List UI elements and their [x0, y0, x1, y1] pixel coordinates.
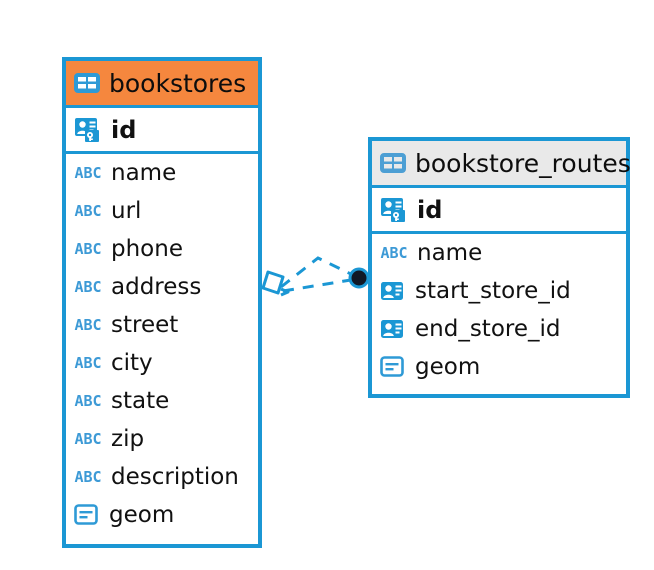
crowsfoot-tail-icon [280, 287, 290, 297]
field-row-geom[interactable]: geom [66, 496, 258, 534]
field-label-url: url [111, 198, 142, 224]
primary-key-icon [74, 117, 102, 143]
field-row-id[interactable]: id [66, 108, 258, 154]
field-row-zip[interactable]: ABC zip [66, 420, 258, 458]
abc-text-icon: ABC [74, 316, 102, 334]
field-label-street: street [111, 312, 179, 338]
relationship-line-lower [282, 277, 358, 293]
field-label-name: name [417, 240, 483, 266]
abc-text-icon: ABC [74, 354, 102, 372]
field-label-description: description [111, 464, 239, 490]
field-row-state[interactable]: ABC state [66, 382, 258, 420]
field-label-address: address [111, 274, 202, 300]
foreign-key-icon [380, 280, 406, 302]
field-row-description[interactable]: ABC description [66, 458, 258, 496]
entity-table-bookstore-routes[interactable]: bookstore_routes id [368, 137, 631, 398]
field-label-city: city [111, 350, 153, 376]
entity-title-bookstore-routes: bookstore_routes [415, 148, 631, 178]
abc-text-icon: ABC [74, 392, 102, 410]
field-label-zip: zip [111, 426, 145, 452]
field-label-end-store-id: end_store_id [415, 316, 561, 342]
field-label-geom: geom [109, 502, 175, 528]
abc-text-icon: ABC [74, 468, 102, 486]
abc-text-icon: ABC [74, 278, 102, 296]
field-label-id: id [417, 195, 443, 224]
field-row-geom[interactable]: geom [372, 348, 626, 386]
abc-text-icon: ABC [380, 244, 408, 262]
field-row-id[interactable]: id [372, 188, 626, 234]
field-label-geom: geom [415, 354, 481, 380]
field-row-street[interactable]: ABC street [66, 306, 258, 344]
abc-text-icon: ABC [74, 202, 102, 220]
field-row-name[interactable]: ABC name [66, 154, 258, 192]
relationship-line-upper [280, 256, 358, 289]
geometry-icon [74, 504, 100, 526]
entity-header-bookstore-routes[interactable]: bookstore_routes [372, 141, 631, 188]
foreign-key-icon [380, 318, 406, 340]
table-icon [74, 73, 100, 93]
field-row-url[interactable]: ABC url [66, 192, 258, 230]
entity-title-bookstores: bookstores [109, 68, 247, 98]
abc-text-icon: ABC [74, 240, 102, 258]
primary-key-icon [380, 197, 408, 223]
diamond-crowsfoot-marker [261, 270, 285, 295]
field-row-city[interactable]: ABC city [66, 344, 258, 382]
field-label-phone: phone [111, 236, 183, 262]
field-row-end-store-id[interactable]: end_store_id [372, 310, 626, 348]
entity-header-bookstores[interactable]: bookstores [66, 61, 258, 108]
entity-table-bookstores[interactable]: bookstores id [62, 57, 262, 548]
geometry-icon [380, 356, 406, 378]
field-label-start-store-id: start_store_id [415, 278, 571, 304]
field-label-name: name [111, 160, 177, 186]
table-icon [380, 153, 406, 173]
abc-text-icon: ABC [74, 430, 102, 448]
field-row-address[interactable]: ABC address [66, 268, 258, 306]
field-row-phone[interactable]: ABC phone [66, 230, 258, 268]
field-label-state: state [111, 388, 170, 414]
field-row-name[interactable]: ABC name [372, 234, 626, 272]
field-row-start-store-id[interactable]: start_store_id [372, 272, 626, 310]
filled-circle-marker [348, 267, 370, 289]
field-label-id: id [111, 115, 137, 144]
abc-text-icon: ABC [74, 164, 102, 182]
